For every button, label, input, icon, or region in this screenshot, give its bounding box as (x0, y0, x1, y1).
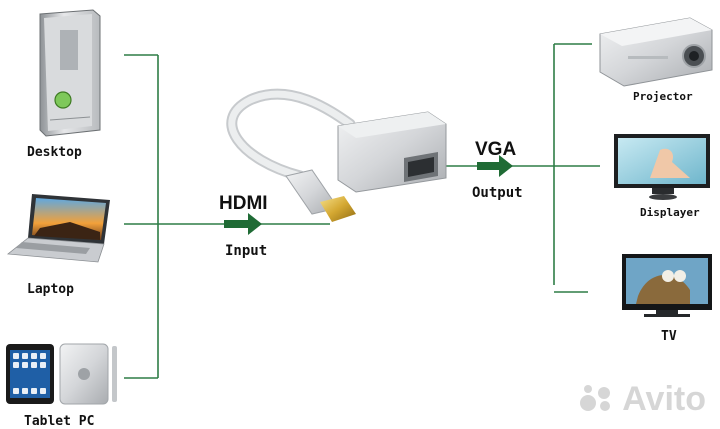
laptop-image (6, 194, 110, 263)
hdmi-input-arrow (224, 213, 262, 235)
projector-label: Projector (633, 90, 693, 103)
hdmi-signal-label: HDMI (219, 193, 268, 214)
desktop-label: Desktop (27, 145, 82, 160)
avito-watermark-text: Avito (622, 380, 706, 418)
vga-signal-label: VGA (475, 139, 517, 160)
laptop-label: Laptop (27, 282, 74, 297)
displayer-monitor-image (614, 134, 710, 200)
displayer-label: Displayer (640, 206, 700, 219)
source-connectors (124, 54, 330, 379)
vga-output-arrow (477, 155, 513, 177)
input-label: Input (225, 243, 268, 259)
tablet-label: Tablet PC (24, 414, 95, 429)
projector-image (599, 17, 713, 87)
tablet-images (6, 343, 117, 405)
target-connectors (436, 43, 600, 293)
tv-label: TV (661, 329, 677, 344)
avito-watermark: Avito (578, 380, 706, 419)
desktop-tower-image (39, 9, 101, 137)
tv-image (622, 254, 712, 317)
avito-logo-icon (578, 384, 618, 415)
hdmi-vga-adapter-image (226, 88, 447, 222)
output-label: Output (472, 185, 523, 201)
